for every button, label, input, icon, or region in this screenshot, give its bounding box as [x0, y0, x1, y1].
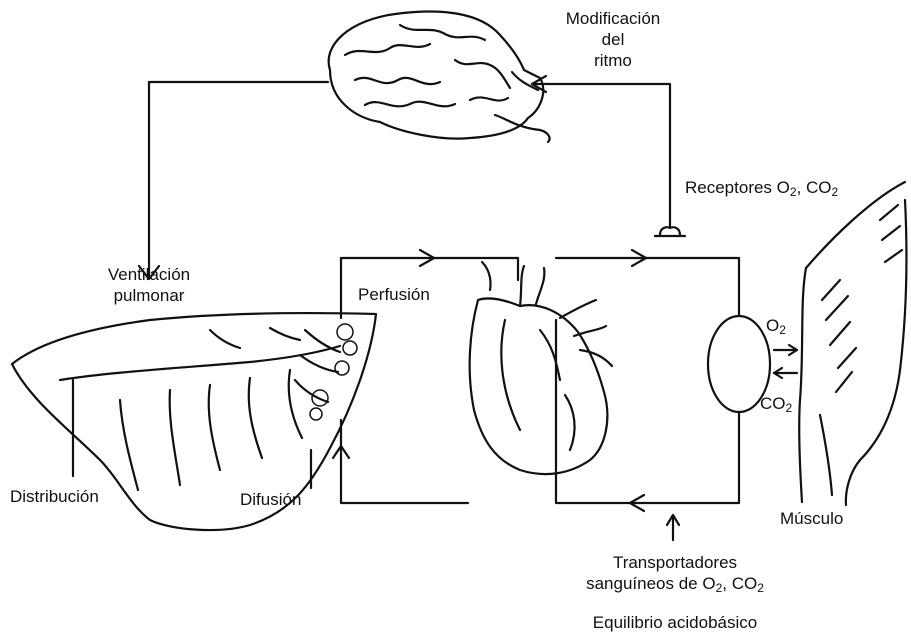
- systemic-circuit: [556, 250, 770, 511]
- co2-label: CO2: [760, 393, 792, 414]
- heart-icon: [470, 262, 612, 474]
- rhythm-label: Modificación del ritmo: [548, 8, 678, 71]
- muscle-label: Músculo: [780, 508, 843, 529]
- transport-arrow: [667, 515, 679, 540]
- gas-exchange-arrows: [774, 345, 797, 378]
- perfusion-label: Perfusión: [358, 284, 430, 305]
- o2-label: O2: [766, 315, 786, 336]
- distribution-label: Distribución: [10, 486, 99, 507]
- ventilation-label: Ventilación pulmonar: [74, 264, 224, 306]
- brain-icon: [329, 12, 550, 142]
- diffusion-label: Difusión: [240, 489, 301, 510]
- transporters-label: Transportadores sanguíneos de O2, CO2: [560, 552, 790, 594]
- receptors-label: Receptores O2, CO2: [685, 177, 838, 198]
- acid-base-label: Equilibrio acidobásico: [555, 612, 795, 633]
- feedback-arrows: [139, 76, 685, 279]
- transporters-line2: sanguíneos de O2, CO2: [560, 573, 790, 594]
- muscle-icon: [799, 182, 906, 505]
